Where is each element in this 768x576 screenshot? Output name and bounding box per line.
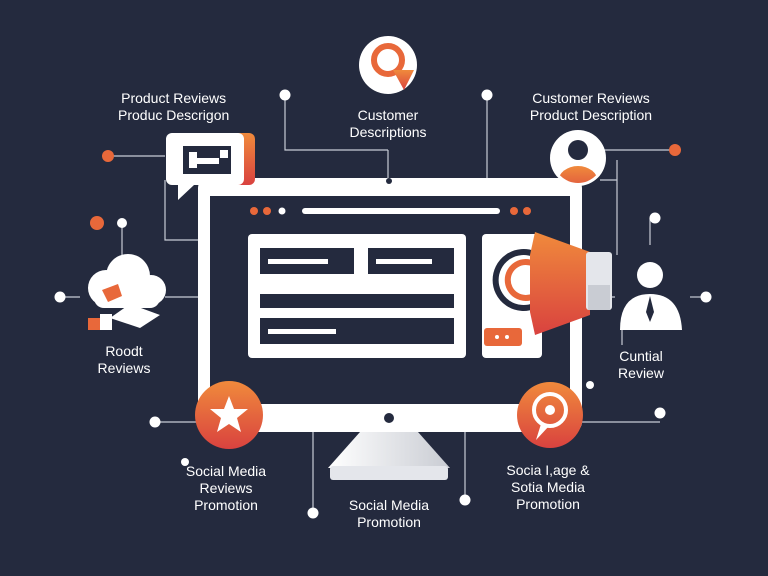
label-mid-left: Roodt Reviews [86,343,162,377]
label-top-right-line1: Customer Reviews [532,90,650,106]
label-bottom-right-line3: Promotion [516,496,580,512]
label-top-center: Customer Descriptions [340,107,436,141]
label-top-left-line2: Produc Descrigon [118,107,230,123]
label-bottom-left-line1: Social Media [185,463,267,479]
connector-dots [54,89,712,519]
label-mid-right: Cuntial Review [606,348,676,382]
cloud-icon [88,254,166,330]
label-top-left: Product Reviews Produc Descrigon [118,90,229,124]
label-top-center-line1: Customer [357,107,419,123]
label-bottom-center-line2: Promotion [357,514,421,530]
label-mid-right-line1: Cuntial [619,348,663,364]
user-avatar-icon [550,130,606,186]
label-top-left-line1: Product Reviews [121,90,227,106]
label-mid-left-line2: Reviews [97,360,151,376]
label-bottom-left: Social Media Reviews Promotion [168,463,284,514]
label-mid-left-line1: Roodt [105,343,143,359]
monitor [198,178,582,480]
star-icon [195,381,263,449]
label-bottom-right: Socia I,age & Sotia Media Promotion [484,462,612,513]
label-top-center-line2: Descriptions [349,124,427,140]
label-top-right: Customer Reviews Product Description [508,90,674,124]
label-mid-right-line2: Review [618,365,664,381]
location-pin-icon [517,382,583,448]
label-bottom-left-line2: Reviews [199,480,253,496]
label-bottom-center-line1: Social Media [348,497,430,513]
label-bottom-left-line3: Promotion [194,497,258,513]
label-bottom-right-line2: Sotia Media [511,479,585,495]
search-icon [359,36,417,94]
person-icon [620,262,682,330]
label-top-right-line2: Product Description [529,107,653,123]
megaphone-icon [530,232,612,335]
label-bottom-right-line1: Socia I,age & [506,462,590,478]
chat-bubble-icon [166,133,255,200]
label-bottom-center: Social Media Promotion [332,497,446,531]
